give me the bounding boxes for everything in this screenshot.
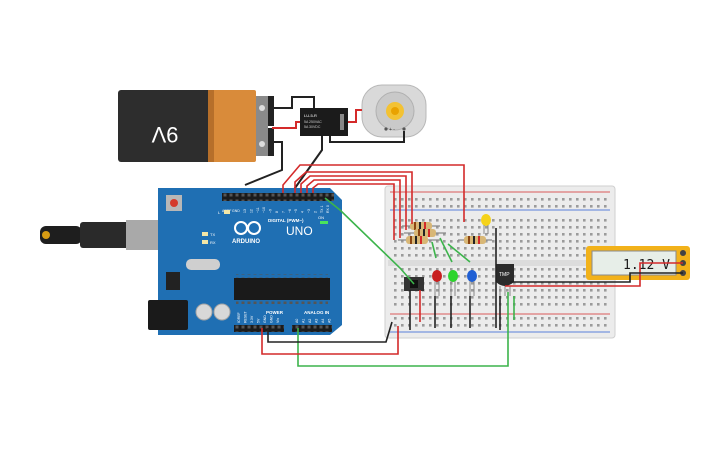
wire-motor-relay-black bbox=[329, 131, 405, 143]
pin-label: 2 bbox=[313, 211, 317, 213]
wires-power bbox=[244, 96, 405, 196]
wire-battery-relay-red bbox=[272, 121, 300, 129]
pin-label: ~3 bbox=[307, 209, 311, 213]
resistor-1[interactable] bbox=[402, 222, 440, 230]
pin-label: ~11 bbox=[256, 207, 260, 213]
resistor-3[interactable] bbox=[398, 236, 440, 244]
led-l-label: L bbox=[218, 210, 221, 215]
pin-label: ~6 bbox=[288, 209, 292, 213]
pin-label: A0 bbox=[295, 319, 299, 323]
led-blue[interactable] bbox=[467, 270, 477, 296]
pin-label: ~5 bbox=[294, 209, 298, 213]
sensor-label: TMP bbox=[499, 272, 510, 278]
pin-label: 13 bbox=[243, 209, 247, 213]
pin-label: A5 bbox=[328, 319, 332, 323]
wire-relay-motor-red bbox=[348, 109, 362, 123]
pin-label: ~10 bbox=[262, 207, 266, 213]
arduino-brand: ARDUINO bbox=[232, 239, 260, 245]
pin-label: A4 bbox=[321, 319, 325, 323]
pin-label: A3 bbox=[315, 319, 319, 323]
pin-label: 8 bbox=[275, 211, 279, 213]
pin-label: GND bbox=[270, 315, 274, 323]
motor-terminal-marks: + - bbox=[389, 127, 395, 133]
pin-label: A2 bbox=[308, 319, 312, 323]
pin-label: TX 1 bbox=[320, 206, 324, 213]
pin-label: ~9 bbox=[269, 209, 273, 213]
arduino-logo bbox=[234, 221, 261, 235]
led-tx-label: TX bbox=[210, 232, 215, 237]
pin-label: 3.3V bbox=[250, 315, 254, 323]
wire-analog-sensor-green bbox=[297, 292, 509, 367]
wire-digital-red-2 bbox=[294, 171, 413, 224]
wire-digital-red-3 bbox=[300, 175, 407, 230]
wire-meter-probe-red bbox=[505, 262, 683, 287]
multimeter-reading: 1.12 V bbox=[623, 258, 670, 273]
led-green[interactable] bbox=[448, 270, 458, 296]
relay-rating-1: 5A 250VAC bbox=[304, 120, 322, 124]
wire-digital-red-1 bbox=[282, 164, 465, 222]
pin-label: RESET bbox=[244, 310, 248, 323]
wire-resistor-led-green-2 bbox=[439, 237, 453, 263]
wire-digital-red-4 bbox=[306, 179, 401, 238]
wire-resistor-led-green-1 bbox=[431, 241, 437, 259]
battery-9v[interactable]: 9V bbox=[118, 90, 274, 162]
led-rx-label: RX bbox=[210, 240, 216, 245]
wire-resistor-led-green-3 bbox=[447, 243, 471, 263]
relay[interactable]: LU-5-R 5A 250VAC 5A 30VDC bbox=[300, 108, 348, 136]
pin-label: 5V bbox=[257, 318, 261, 323]
pin-label: IOREF bbox=[237, 312, 241, 323]
wire-5v-red bbox=[261, 326, 399, 355]
wire-digital-red-5 bbox=[312, 183, 395, 240]
wire-meter-probe-black bbox=[510, 272, 683, 283]
dc-motor[interactable]: + - bbox=[361, 84, 427, 138]
led-yellow[interactable] bbox=[481, 214, 491, 234]
digital-label: DIGITAL (PWM~) bbox=[268, 218, 304, 223]
resistor-4[interactable] bbox=[458, 236, 492, 244]
relay-rating-2: 5A 30VDC bbox=[304, 125, 321, 129]
wire-digital-green-1 bbox=[324, 197, 415, 285]
wires-signal bbox=[261, 164, 683, 367]
pin-label: Vin bbox=[276, 318, 280, 323]
pin-label: A1 bbox=[302, 319, 306, 323]
temperature-sensor[interactable]: TMP bbox=[496, 264, 514, 296]
on-label: ON bbox=[318, 215, 324, 220]
resistor-2[interactable] bbox=[404, 229, 446, 237]
wire-gnd-black bbox=[267, 321, 393, 343]
relay-model: LU-5-R bbox=[304, 113, 317, 118]
wire-battery-relay-black bbox=[272, 96, 315, 109]
arduino-model: UNO bbox=[286, 224, 313, 238]
wire-battery-neg-black bbox=[244, 141, 283, 186]
analog-label: ANALOG IN bbox=[304, 310, 329, 315]
battery-label: 9V bbox=[151, 122, 178, 147]
pin-label: 7 bbox=[281, 211, 285, 213]
power-label: POWER bbox=[266, 310, 284, 315]
pin-label-gnd: GND bbox=[232, 209, 240, 213]
pin-label: RX 0 bbox=[326, 205, 330, 213]
pin-label: GND bbox=[263, 315, 267, 323]
pin-label: 12 bbox=[249, 209, 253, 213]
led-red[interactable] bbox=[432, 270, 442, 296]
pin-label: 4 bbox=[301, 211, 305, 213]
